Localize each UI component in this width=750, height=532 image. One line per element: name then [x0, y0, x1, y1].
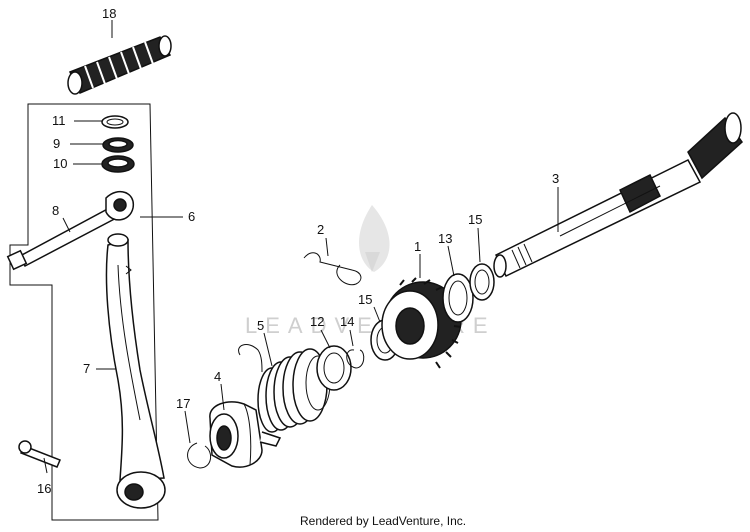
- footer-credit: Rendered by LeadVenture, Inc.: [300, 514, 467, 528]
- part-11-washer: [101, 115, 129, 129]
- callout-9: 9: [53, 136, 60, 151]
- callout-5: 5: [257, 318, 264, 333]
- part-17-circlip: [187, 442, 212, 469]
- part-3-kick-shaft: [493, 112, 743, 278]
- part-9-seal: [102, 137, 134, 153]
- part-18-spring: [67, 35, 172, 95]
- part-1-gear: [381, 277, 462, 369]
- part-15-washer-upper: [469, 263, 495, 301]
- part-13-washer: [442, 273, 474, 323]
- part-6-assembly-bracket: [9, 103, 159, 521]
- callout-leaders: [43, 20, 559, 474]
- callout-1: 1: [414, 239, 421, 254]
- callout-10: 10: [53, 156, 67, 171]
- part-16-bolt: [18, 440, 61, 468]
- part-8-bolt: [6, 190, 134, 271]
- callout-13: 13: [438, 231, 452, 246]
- callout-numbers: 18 11 9 10 8 6 7 16 17 4 5 12 14 15 2 1 …: [37, 6, 559, 496]
- callout-18: 18: [102, 6, 116, 21]
- callout-3: 3: [552, 171, 559, 186]
- callout-6: 6: [188, 209, 195, 224]
- callout-7: 7: [83, 361, 90, 376]
- callout-14: 14: [340, 314, 354, 329]
- callout-12: 12: [310, 314, 324, 329]
- callout-2: 2: [317, 222, 324, 237]
- callout-11: 11: [52, 113, 66, 128]
- callout-16: 16: [37, 481, 51, 496]
- callout-15-upper: 15: [468, 212, 482, 227]
- callout-17: 17: [176, 396, 190, 411]
- part-14-circlip: [346, 349, 365, 369]
- part-5-kick-spring: [238, 344, 331, 433]
- part-10-washer: [101, 155, 135, 173]
- part-4-ratchet: [209, 401, 282, 468]
- part-12-washer: [316, 345, 352, 391]
- callout-4: 4: [214, 369, 221, 384]
- callout-15-lower: 15: [358, 292, 372, 307]
- callout-8: 8: [52, 203, 59, 218]
- part-7-kick-arm: [105, 233, 166, 509]
- part-2-clip: [303, 252, 362, 286]
